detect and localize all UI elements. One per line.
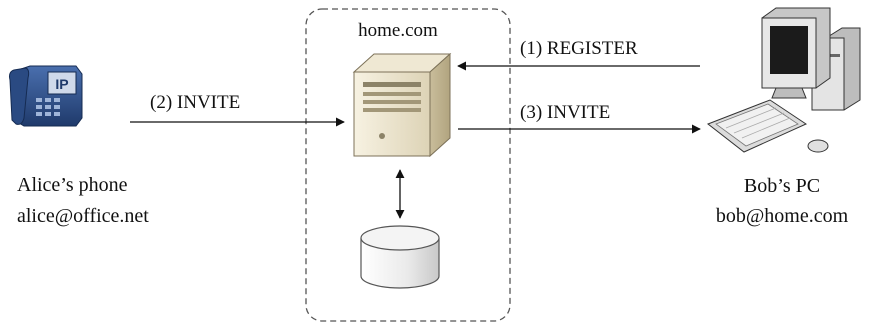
svg-text:IP: IP	[55, 76, 68, 92]
register-label: (1) REGISTER	[520, 38, 638, 59]
bob-address: bob@home.com	[716, 205, 849, 227]
server-icon	[352, 52, 452, 158]
alice-label: Alice’s phone	[17, 174, 128, 196]
desktop-pc-icon	[706, 7, 861, 153]
bob-label: Bob’s PC	[744, 175, 820, 197]
ip-phone-icon: IP	[9, 65, 83, 127]
invite-in-label: (2) INVITE	[150, 92, 240, 113]
invite-out-label: (3) INVITE	[520, 102, 610, 123]
database-icon	[360, 225, 440, 289]
domain-boundary	[305, 8, 511, 322]
alice-address: alice@office.net	[17, 205, 149, 227]
domain-label: home.com	[358, 20, 438, 41]
